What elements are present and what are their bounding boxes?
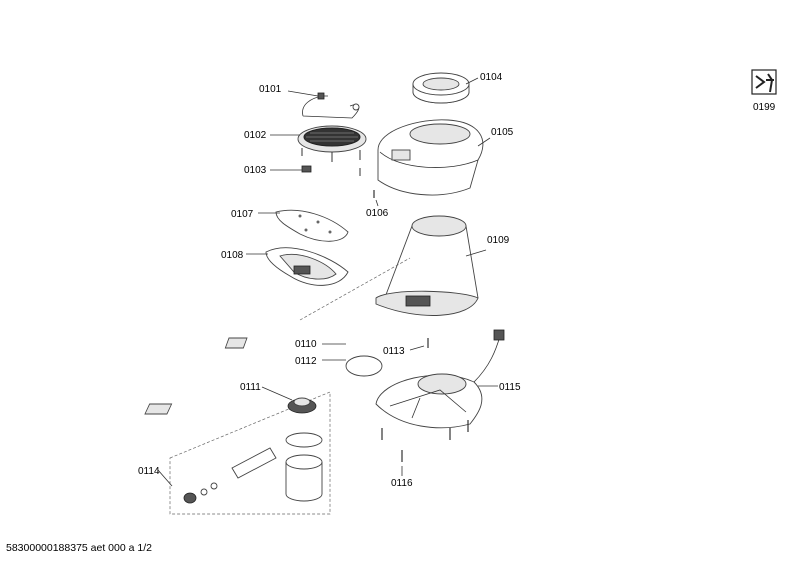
callout-0112: 0112 [295,356,317,367]
part-0115-base-plate [144,329,505,440]
part-0101-handle [287,90,360,119]
part-0102-grid-plate [270,125,367,176]
part-0104-top-ring [412,72,479,104]
callout-0106: 0106 [366,208,389,219]
callout-0108: 0108 [221,250,244,261]
part-0109-main-body [299,215,487,321]
part-0105-upper-housing [377,119,491,196]
part-0110-circuit-board [224,337,346,349]
callout-0114: 0114 [138,466,160,477]
callout-0103: 0103 [244,165,267,176]
callout-0110: 0110 [295,339,317,350]
callout-0102: 0102 [244,130,267,141]
part-0113-screw [409,338,429,351]
callout-0199: 0199 [753,102,776,113]
callout-0111: 0111 [240,382,261,393]
part-0107-drip-pad [258,209,349,242]
part-0108-drip-tray [246,247,349,286]
callout-0101: 0101 [259,84,282,95]
callout-0116: 0116 [391,478,413,489]
callout-0104: 0104 [480,72,503,83]
part-0106-screw [373,190,379,207]
part-0112-seal-disc [322,355,383,377]
part-0103-clip [270,165,312,173]
callout-0113: 0113 [383,346,405,357]
callout-0109: 0109 [487,235,510,246]
wrench-book-icon [751,69,777,95]
callout-0107: 0107 [231,209,254,220]
callout-0115: 0115 [499,382,521,393]
part-0114-accessory-kit [157,386,331,515]
document-id-footer: 58300000188375 aet 000 a 1/2 [6,542,152,554]
callout-0105: 0105 [491,127,514,138]
